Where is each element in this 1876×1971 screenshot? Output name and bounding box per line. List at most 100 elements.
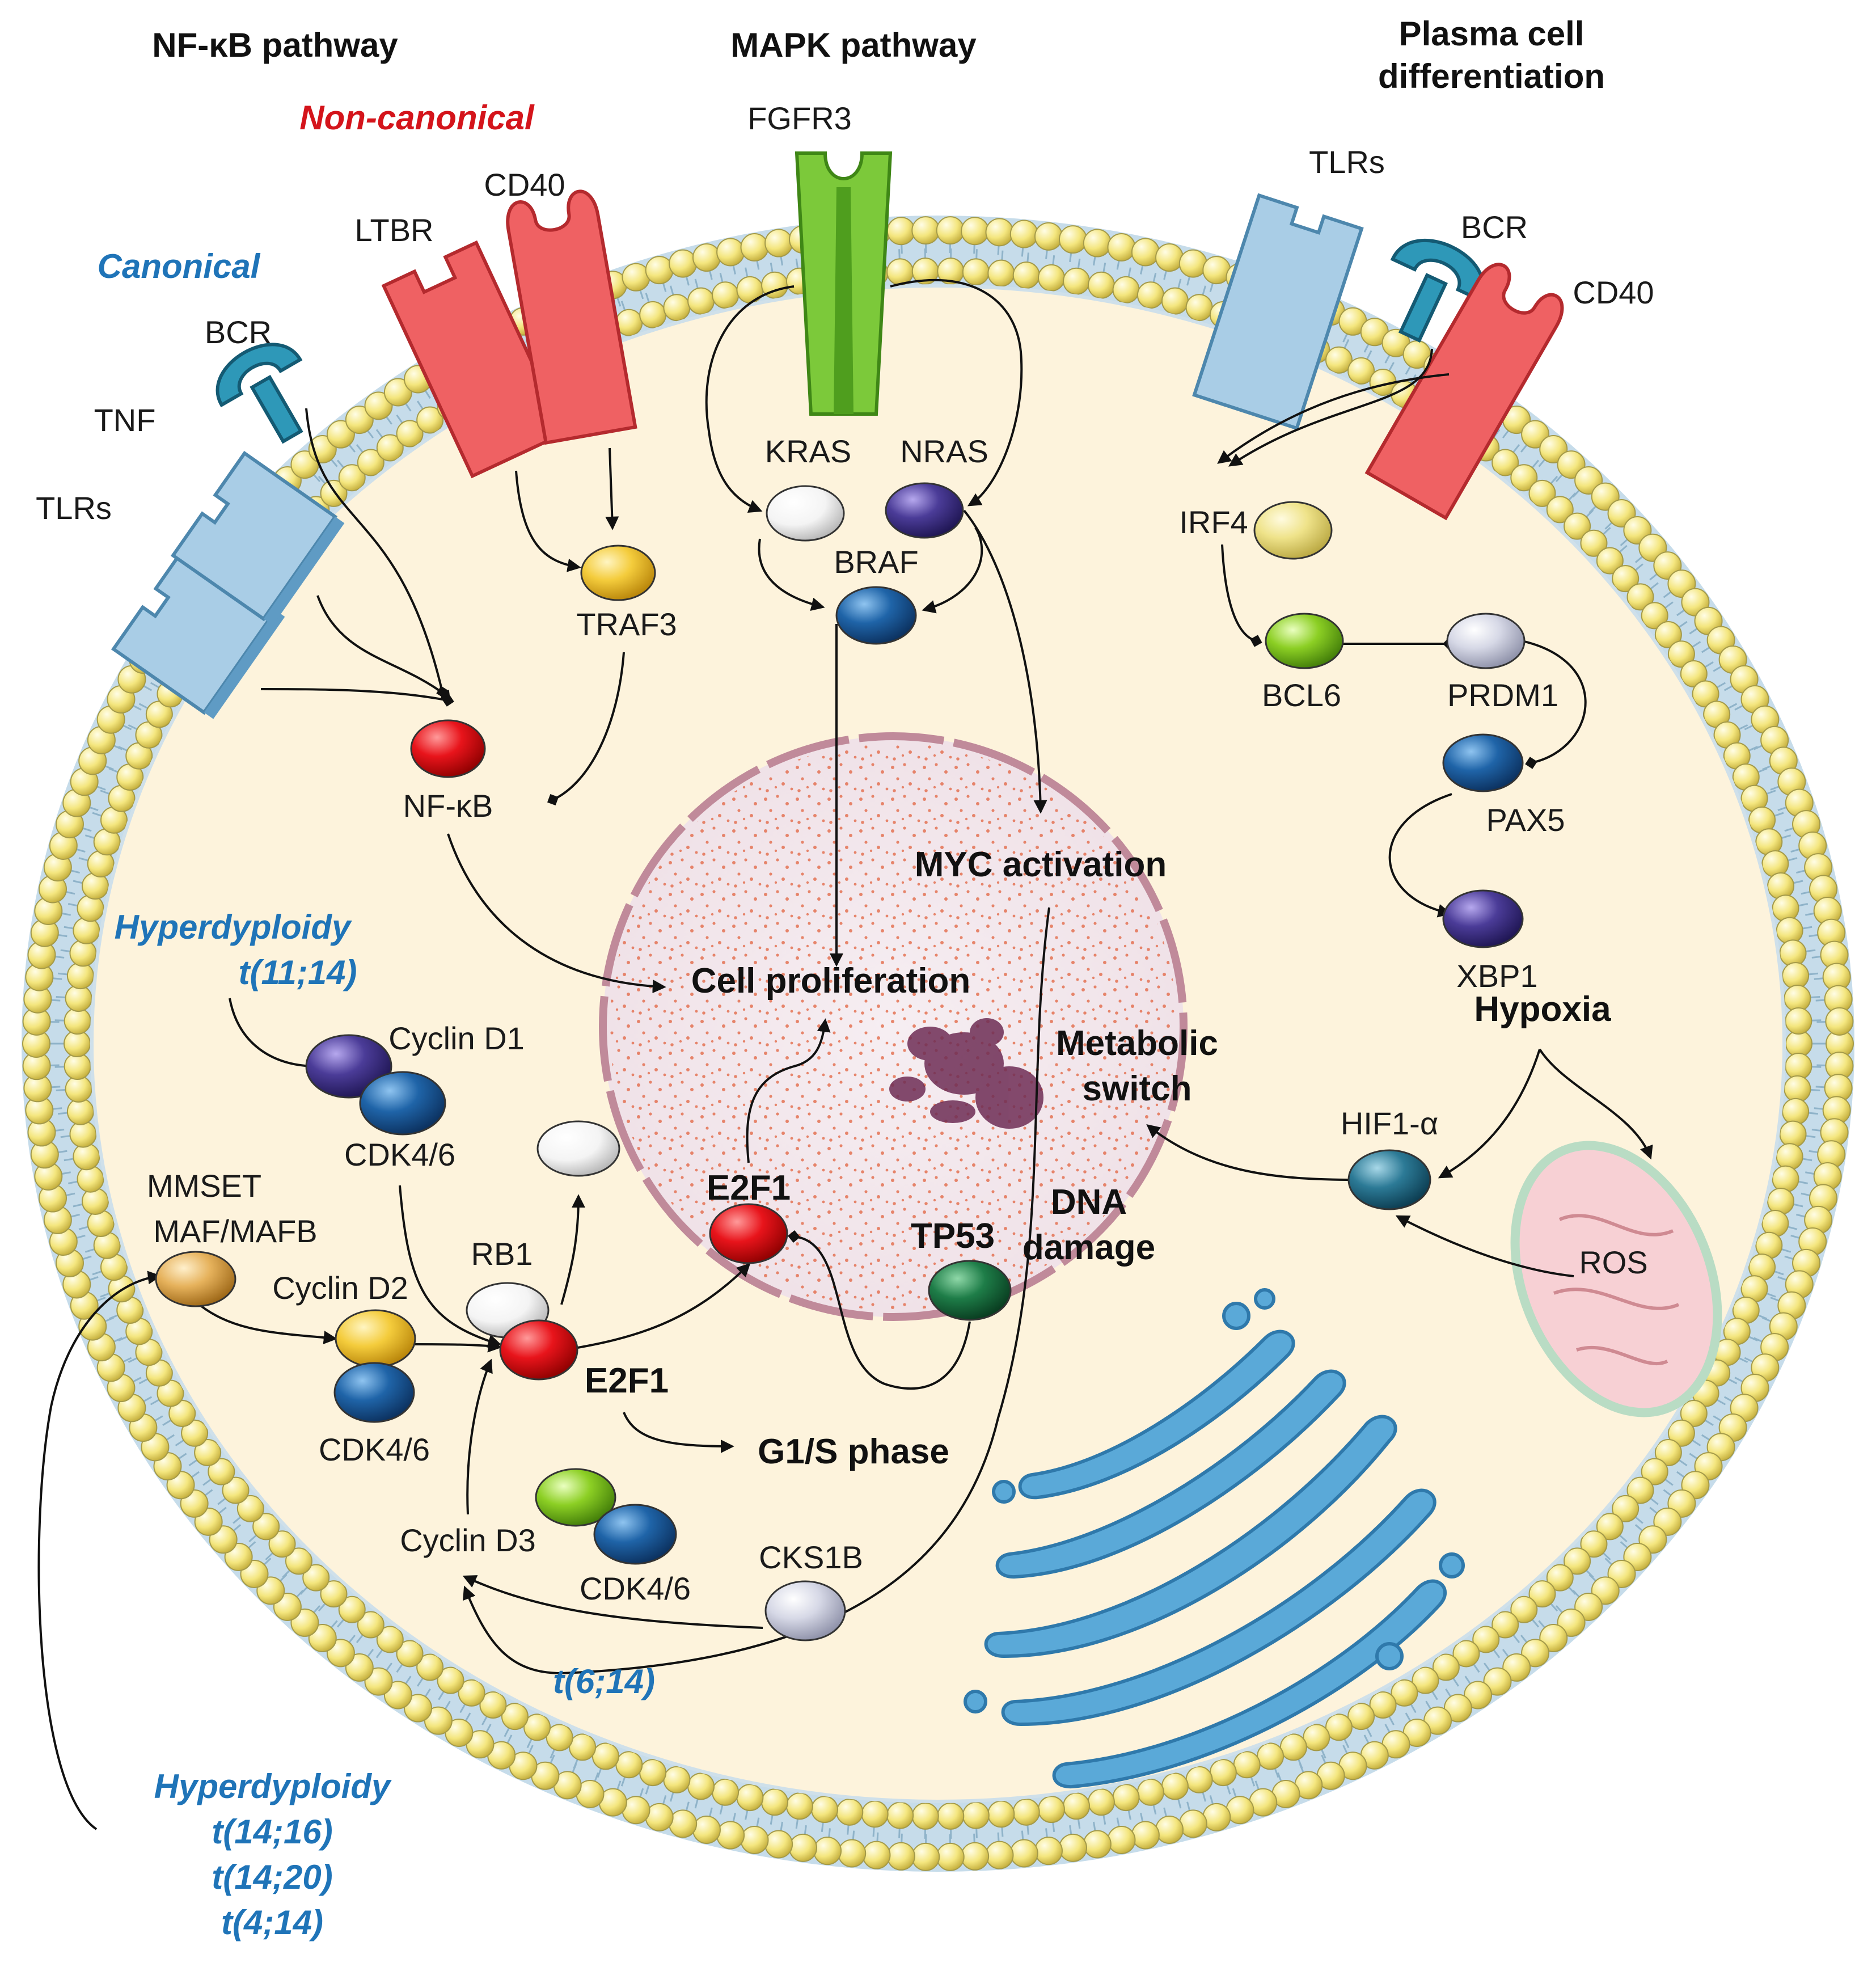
lipid-head: [77, 1166, 103, 1192]
traf3-node[interactable]: [581, 546, 655, 600]
cks1b-node[interactable]: [766, 1581, 845, 1640]
label-e2f1-cyto[interactable]: E2F1: [585, 1361, 669, 1400]
lipid-head: [1782, 1099, 1809, 1125]
label-proliferation: Cell proliferation: [691, 961, 971, 1001]
label-t614: t(6;14): [553, 1662, 655, 1700]
label-bcr-right: BCR: [1461, 209, 1528, 245]
lipid-head: [70, 1121, 96, 1147]
lipid-head: [1132, 1822, 1159, 1849]
rb1-released-node[interactable]: [538, 1121, 619, 1176]
nfkb-node[interactable]: [411, 720, 485, 777]
nras-node[interactable]: [886, 483, 963, 538]
lipid-head: [986, 1842, 1013, 1869]
lipid-head: [1156, 1816, 1183, 1843]
lipid-head: [888, 217, 915, 244]
cdk46-a-node[interactable]: [360, 1072, 445, 1134]
lipid-head: [1063, 1793, 1089, 1819]
braf-node[interactable]: [836, 587, 916, 644]
lipid-head: [1084, 230, 1111, 257]
tp53-node[interactable]: [929, 1261, 1011, 1320]
lipid-head: [1780, 940, 1806, 966]
cdk46-b-node[interactable]: [335, 1363, 414, 1422]
lipid-head: [814, 1837, 841, 1864]
lipid-head: [765, 230, 792, 257]
bcl6-node[interactable]: [1266, 614, 1343, 668]
lipid-head: [912, 217, 939, 244]
prdm1-node[interactable]: [1447, 614, 1524, 668]
lipid-head: [762, 1789, 788, 1815]
fgfr3-receptor[interactable]: [797, 153, 890, 414]
label-cd40-right: CD40: [1573, 275, 1654, 310]
maf-node[interactable]: [156, 1252, 235, 1306]
lipid-head: [669, 1810, 696, 1837]
lipid-head: [1059, 1834, 1087, 1862]
lipid-head: [1186, 294, 1212, 320]
lipid-head: [1773, 1166, 1799, 1192]
lipid-head: [1782, 963, 1809, 989]
label-cyclin-d2: Cyclin D2: [272, 1270, 408, 1306]
lipid-head: [937, 1803, 964, 1829]
lipid-head: [646, 256, 673, 284]
lipid-head: [812, 1796, 838, 1822]
lipid-head: [1303, 1724, 1329, 1750]
e2f1-cyto-node[interactable]: [500, 1320, 577, 1379]
label-t1416: t(14;16): [212, 1813, 332, 1851]
lipid-head: [712, 282, 738, 308]
lipid-head: [693, 244, 720, 271]
label-cks1b: CKS1B: [759, 1539, 863, 1575]
label-canonical: Canonical: [98, 247, 261, 285]
kras-node[interactable]: [767, 486, 844, 541]
label-cd40-left: CD40: [484, 167, 565, 202]
lipid-head: [1138, 1779, 1164, 1805]
lipid-head: [1088, 272, 1114, 298]
lipid-head: [863, 1842, 890, 1869]
e2f1-nuc-node[interactable]: [710, 1204, 787, 1263]
lipid-head: [737, 1784, 763, 1810]
pax5-node[interactable]: [1443, 735, 1523, 791]
lipid-head: [640, 1759, 666, 1786]
irf4-node[interactable]: [1254, 502, 1332, 559]
label-e2f1-nuc: E2F1: [707, 1168, 791, 1208]
lipid-head: [616, 1751, 642, 1778]
label-prdm1: PRDM1: [1447, 677, 1558, 713]
lipid-head: [887, 1803, 913, 1829]
lipid-head: [1038, 1796, 1064, 1822]
lipid-head: [789, 1834, 817, 1862]
lipid-head: [741, 1826, 768, 1854]
lipid-head: [1108, 1826, 1135, 1854]
header-plasma-2: differentiation: [1378, 57, 1605, 95]
hif1a-node[interactable]: [1349, 1150, 1430, 1209]
lipid-head: [693, 1816, 720, 1843]
label-t1420: t(14;20): [212, 1858, 332, 1896]
header-nfkb: NF-κB pathway: [152, 26, 398, 64]
label-myc: MYC activation: [915, 845, 1167, 884]
lipid-head: [1011, 221, 1038, 248]
cyclin-d2-node[interactable]: [336, 1310, 415, 1367]
xbp1-node[interactable]: [1443, 890, 1523, 947]
lipid-head: [593, 1743, 619, 1769]
lipid-head: [1156, 244, 1183, 271]
lipid-head: [787, 1793, 813, 1819]
cdk46-c-node[interactable]: [594, 1505, 676, 1564]
lipid-head: [664, 294, 690, 320]
label-t1114: t(11;14): [239, 953, 357, 991]
lipid-head: [1180, 250, 1207, 277]
lipid-head: [1777, 1143, 1803, 1170]
lipid-head: [1234, 1751, 1260, 1778]
lipid-head: [862, 1801, 888, 1827]
lipid-head: [1113, 277, 1139, 303]
lipid-head: [1013, 262, 1040, 288]
lipid-head: [1162, 288, 1188, 314]
lipid-head: [73, 1143, 99, 1170]
label-t414: t(4;14): [221, 1904, 323, 1942]
lipid-head: [963, 1803, 989, 1829]
lipid-head: [1059, 226, 1087, 253]
lipid-head: [712, 1779, 738, 1805]
lipid-head: [937, 1843, 964, 1871]
label-metabolic-2: switch: [1083, 1069, 1192, 1108]
label-ltbr: LTBR: [355, 212, 434, 248]
label-irf4: IRF4: [1179, 504, 1248, 540]
lipid-head: [1035, 1837, 1062, 1864]
lipid-head: [569, 1734, 595, 1760]
